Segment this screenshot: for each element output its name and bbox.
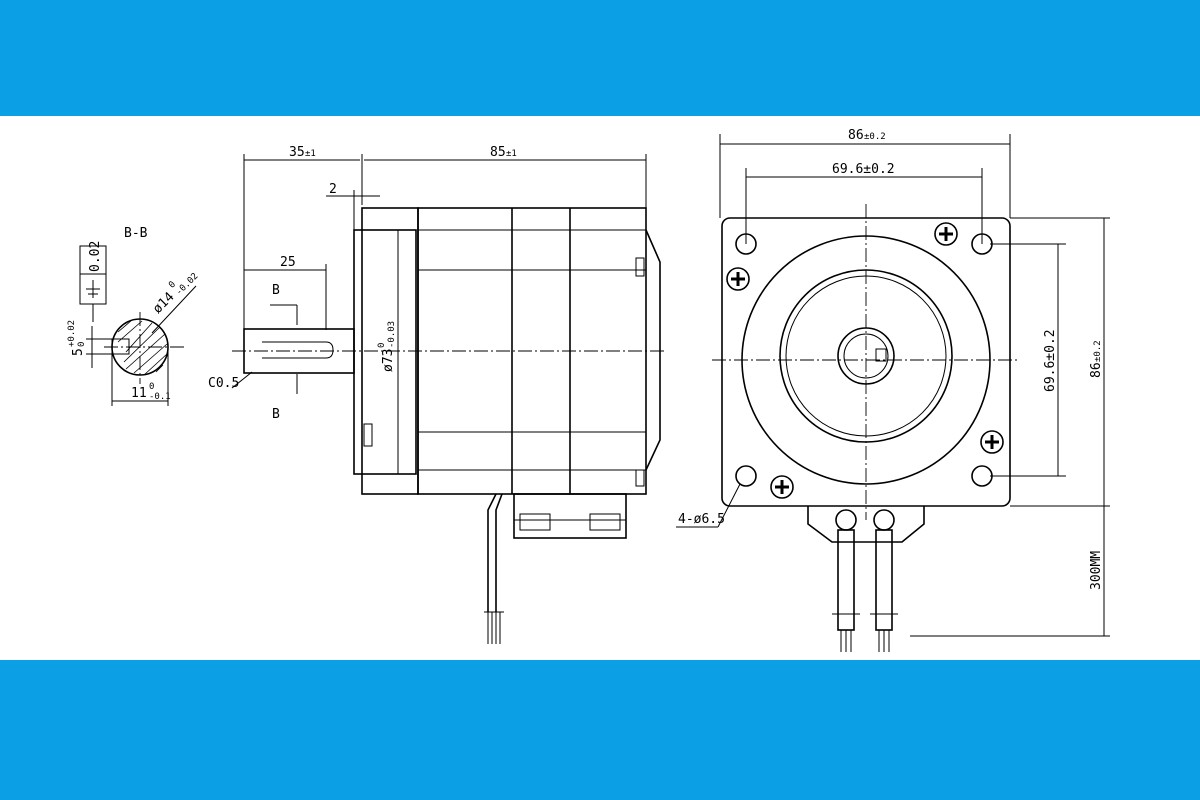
mounting-hole-bottom-right <box>971 465 993 487</box>
drawing-sheet <box>0 116 1200 660</box>
flange-gap: 2 <box>329 182 337 197</box>
section-diameter-upper: 0 <box>167 280 178 291</box>
key-length: 25 <box>280 255 296 270</box>
shaft-keyway <box>262 341 334 359</box>
section-diameter-main: ø14 <box>150 289 177 316</box>
section-mark-top: B <box>272 283 280 298</box>
screw-icon <box>980 430 1004 454</box>
hole-spacing-horizontal: 69.6±0.2 <box>832 162 895 177</box>
screw-icon <box>726 267 750 291</box>
pilot-diameter-main: ø73 <box>381 349 396 372</box>
section-mark-bottom: B <box>272 407 280 422</box>
hole-spacing-vertical: 69.6±0.2 <box>1043 329 1058 392</box>
flat-dimension-main: 5 <box>71 348 86 356</box>
mounting-hole-top-left <box>735 233 757 255</box>
cable-gland <box>807 506 925 543</box>
lead-wire-right <box>875 529 893 631</box>
side-lead-wires <box>487 493 503 612</box>
flatness-symbol-icon <box>86 280 100 298</box>
side-view: 35 ±1 85 ±1 2 25 B B C0.5 <box>208 145 664 644</box>
lead-length: 300MM <box>1089 551 1104 590</box>
flat-dimension-lower: 0 <box>77 342 87 347</box>
flat-dimension-upper: +0.02 <box>67 320 77 347</box>
front-view: 86 ±0.2 69.6±0.2 <box>676 128 1110 652</box>
bottom-blue-band <box>0 660 1200 800</box>
front-height-main: 86 <box>1089 362 1104 378</box>
shaft-length-main: 35 <box>289 145 305 160</box>
width-dimension-upper: 0 <box>149 382 154 392</box>
rear-cap <box>645 229 661 471</box>
tolerance-value: 0.02 <box>88 241 103 272</box>
pilot-diameter-lower: -0.03 <box>387 321 397 348</box>
width-dimension-lower: -0.1 <box>149 392 171 402</box>
shaft-length-tol: ±1 <box>305 149 316 159</box>
front-width-main: 86 <box>848 128 864 143</box>
holes-callout: 4-ø6.5 <box>678 512 725 527</box>
front-flange <box>353 229 417 475</box>
chamfer-label: C0.5 <box>208 376 239 391</box>
screw-icon <box>934 222 958 246</box>
mounting-hole-bottom-left <box>735 465 757 487</box>
width-dimension-main: 11 <box>131 386 147 401</box>
lead-wire-left <box>837 529 855 631</box>
front-width-tol: ±0.2 <box>864 132 886 142</box>
section-diameter-lower: -0.02 <box>174 272 200 298</box>
section-bb-view: B-B 0.02 ø14 0 -0.02 <box>67 226 200 406</box>
front-height-tol: ±0.2 <box>1093 340 1103 362</box>
screw-icon <box>770 475 794 499</box>
body-length-main: 85 <box>490 145 506 160</box>
body-length-tol: ±1 <box>506 149 517 159</box>
diameter-leader <box>151 285 197 334</box>
section-title: B-B <box>124 226 148 241</box>
pilot-diameter-upper: 0 <box>377 343 387 348</box>
side-connector <box>513 493 627 539</box>
top-blue-band <box>0 0 1200 116</box>
keyway-slot <box>111 338 130 355</box>
